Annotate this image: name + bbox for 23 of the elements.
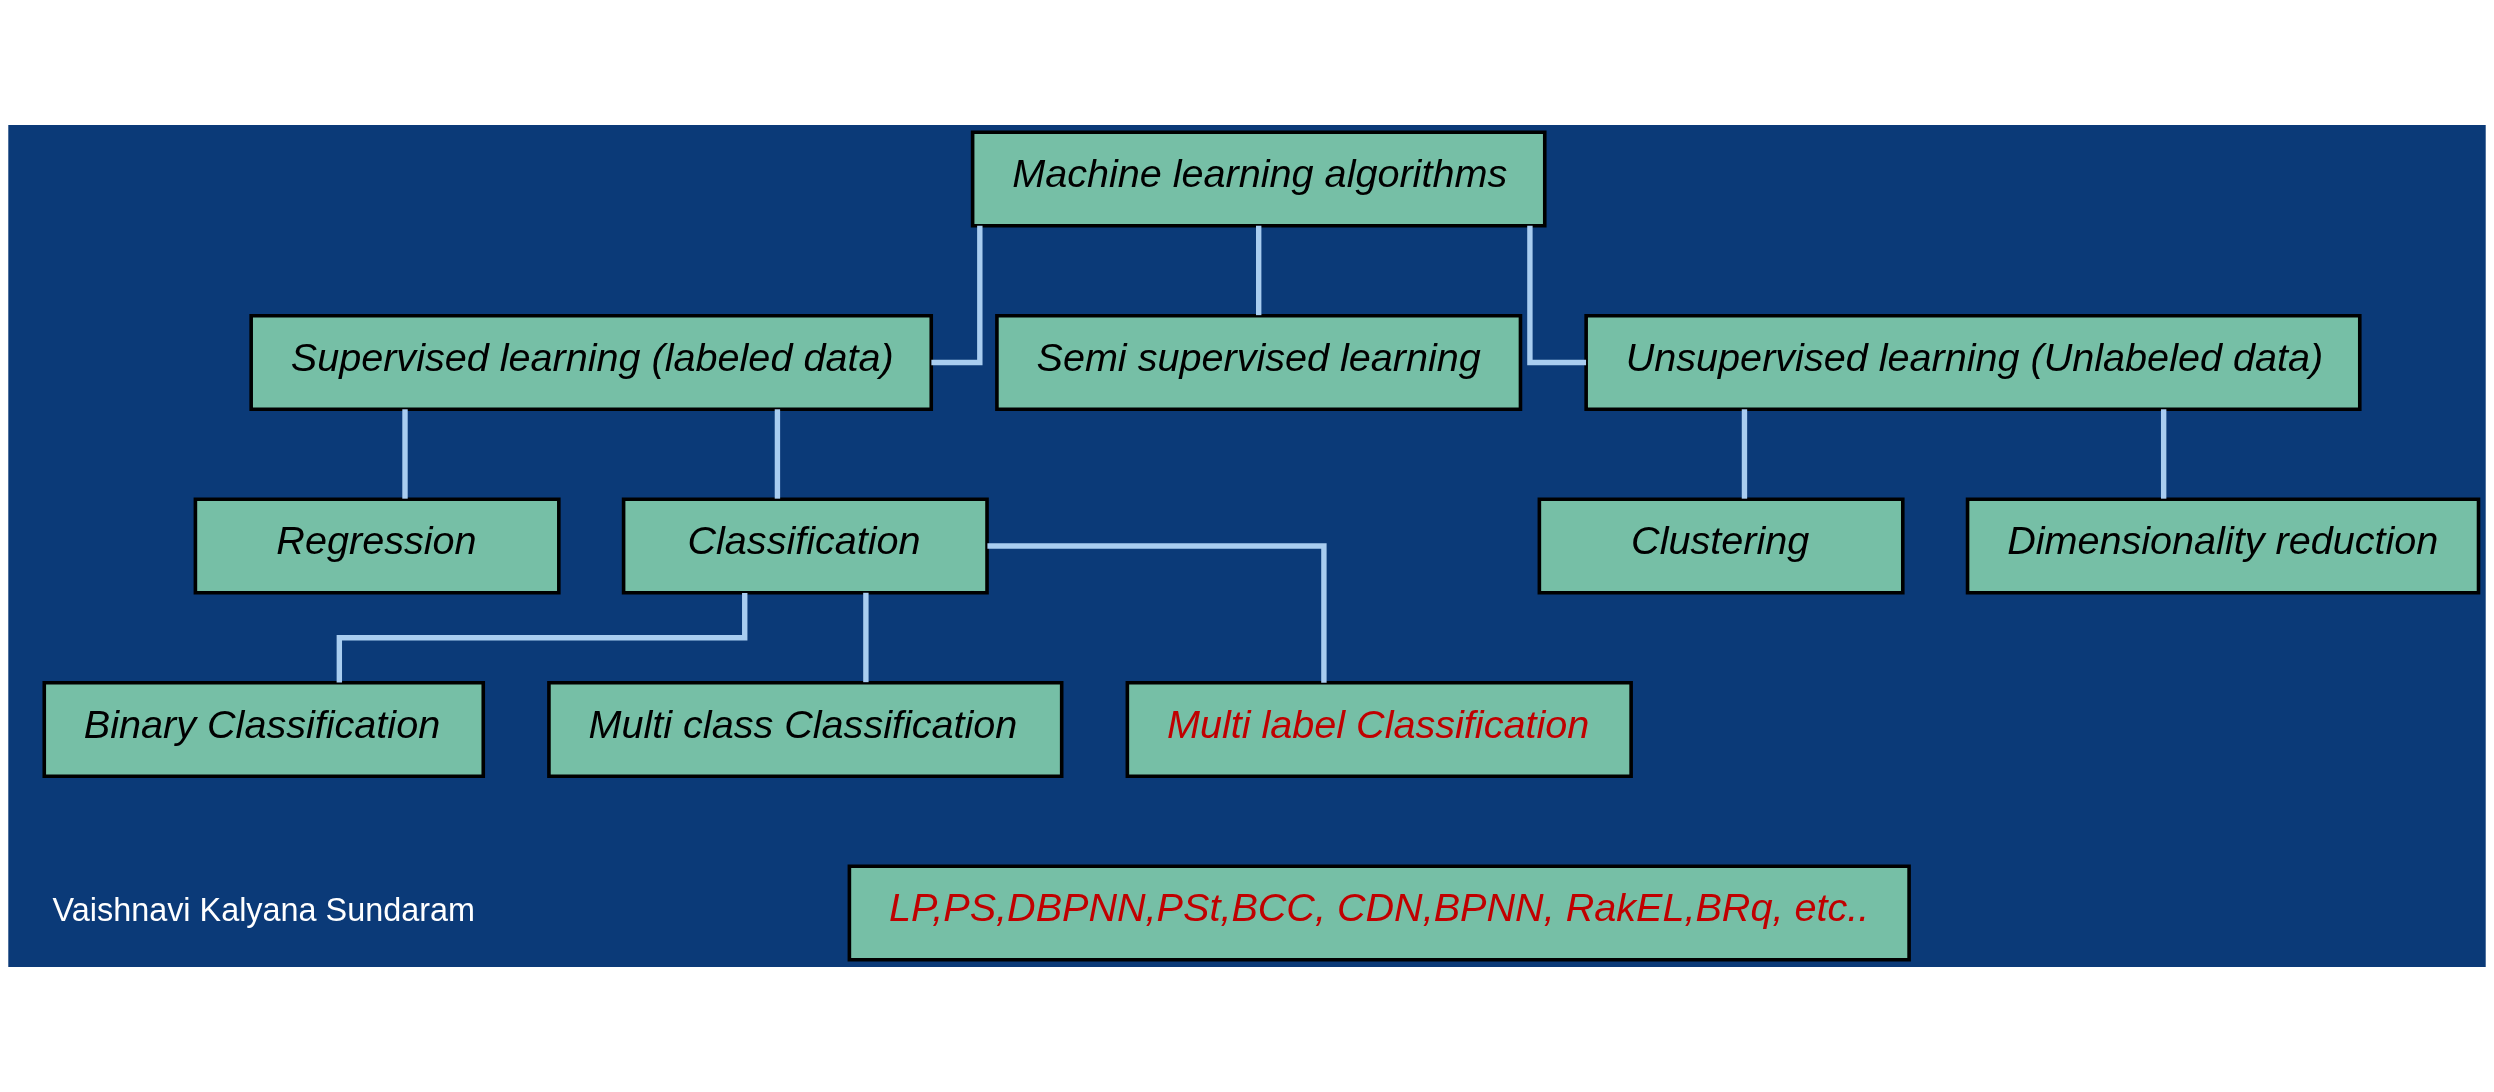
label: Vaishnavi Kalyana Sundaram	[52, 891, 475, 928]
connector	[402, 409, 408, 499]
connector	[336, 592, 748, 683]
connector	[931, 225, 983, 366]
connector	[1256, 225, 1262, 316]
node-box: Multi label Classification	[1125, 680, 1633, 779]
node-box: LP,PS,DBPNN,PSt,BCC, CDN,BPNN, RakEL,BRq, etc..	[847, 864, 1911, 962]
node-box: Clustering	[1537, 497, 1905, 595]
connector	[774, 409, 781, 499]
connector	[2160, 409, 2167, 499]
node-box: Supervised learning (labeled data)	[249, 313, 934, 412]
connector	[1527, 225, 1587, 366]
node-box: Semi supervised learning	[995, 313, 1523, 412]
node-box: Classification	[621, 497, 989, 595]
node-box: Dimensionality reduction	[1965, 497, 2481, 595]
connector	[1741, 409, 1748, 499]
node-box: Regression	[193, 497, 561, 595]
connector	[987, 543, 1327, 683]
node-box: Unsupervised learning (Unlabeled data)	[1584, 313, 2362, 412]
node-box: Multi class Classification	[547, 680, 1064, 779]
node-box: Machine learning algorithms	[970, 130, 1547, 228]
node-box: Binary Classification	[42, 680, 486, 779]
connector	[863, 592, 869, 683]
